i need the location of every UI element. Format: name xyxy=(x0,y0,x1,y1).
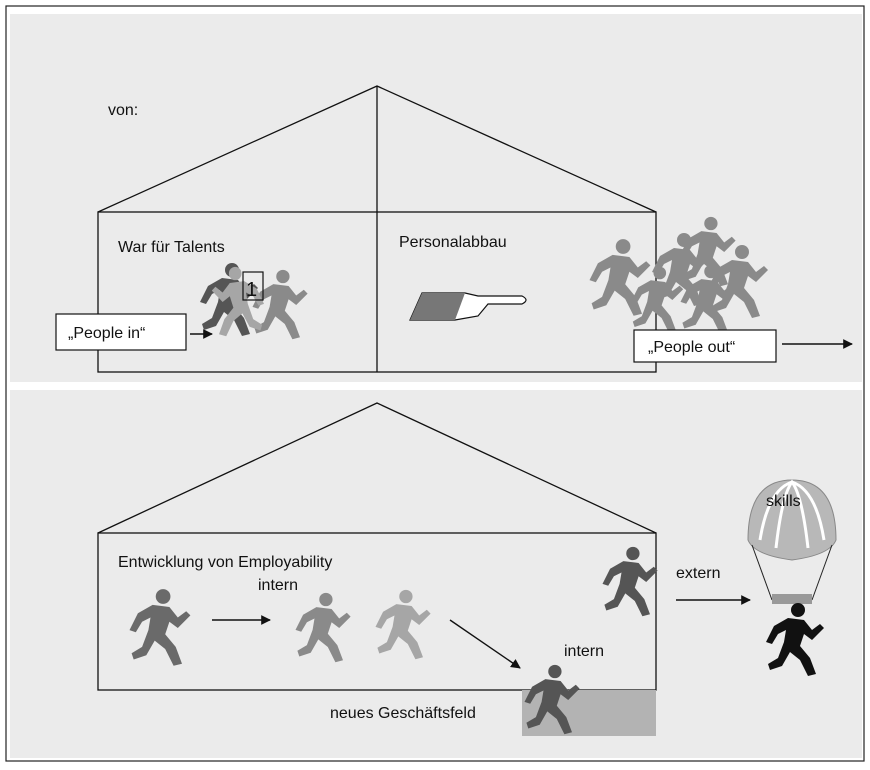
bottom-house-body xyxy=(97,532,657,691)
people-in-box xyxy=(55,313,187,351)
new-business-label: neues Geschäftsfeld xyxy=(330,705,476,722)
extern-label: extern xyxy=(676,565,720,582)
counter-box xyxy=(242,271,264,301)
von-label: von: xyxy=(108,102,138,119)
balloon-label: skills xyxy=(766,493,801,510)
bottom-panel: Entwicklung von Employability intern int… xyxy=(10,390,862,758)
counter-value: 1 xyxy=(246,279,257,301)
bottom-title: Entwicklung von Employability xyxy=(118,554,332,571)
intern-label-2: intern xyxy=(564,643,604,660)
top-panel: von: War für Talents Personalabbau „Peop… xyxy=(10,14,862,382)
left-room-title: War für Talents xyxy=(118,239,225,256)
hand-sleeve-icon xyxy=(410,293,465,320)
intern-arrow-2 xyxy=(449,619,521,669)
bottom-panel-background xyxy=(10,390,862,758)
intern-label-1: intern xyxy=(258,577,298,594)
right-room-title: Personalabbau xyxy=(399,234,507,251)
bottom-house-roof xyxy=(97,402,657,534)
people-in-label: „People in“ xyxy=(68,325,145,342)
people-out-box xyxy=(633,329,777,363)
parachute-balloon-icon xyxy=(747,479,837,676)
people-out-label: „People out“ xyxy=(648,339,735,356)
